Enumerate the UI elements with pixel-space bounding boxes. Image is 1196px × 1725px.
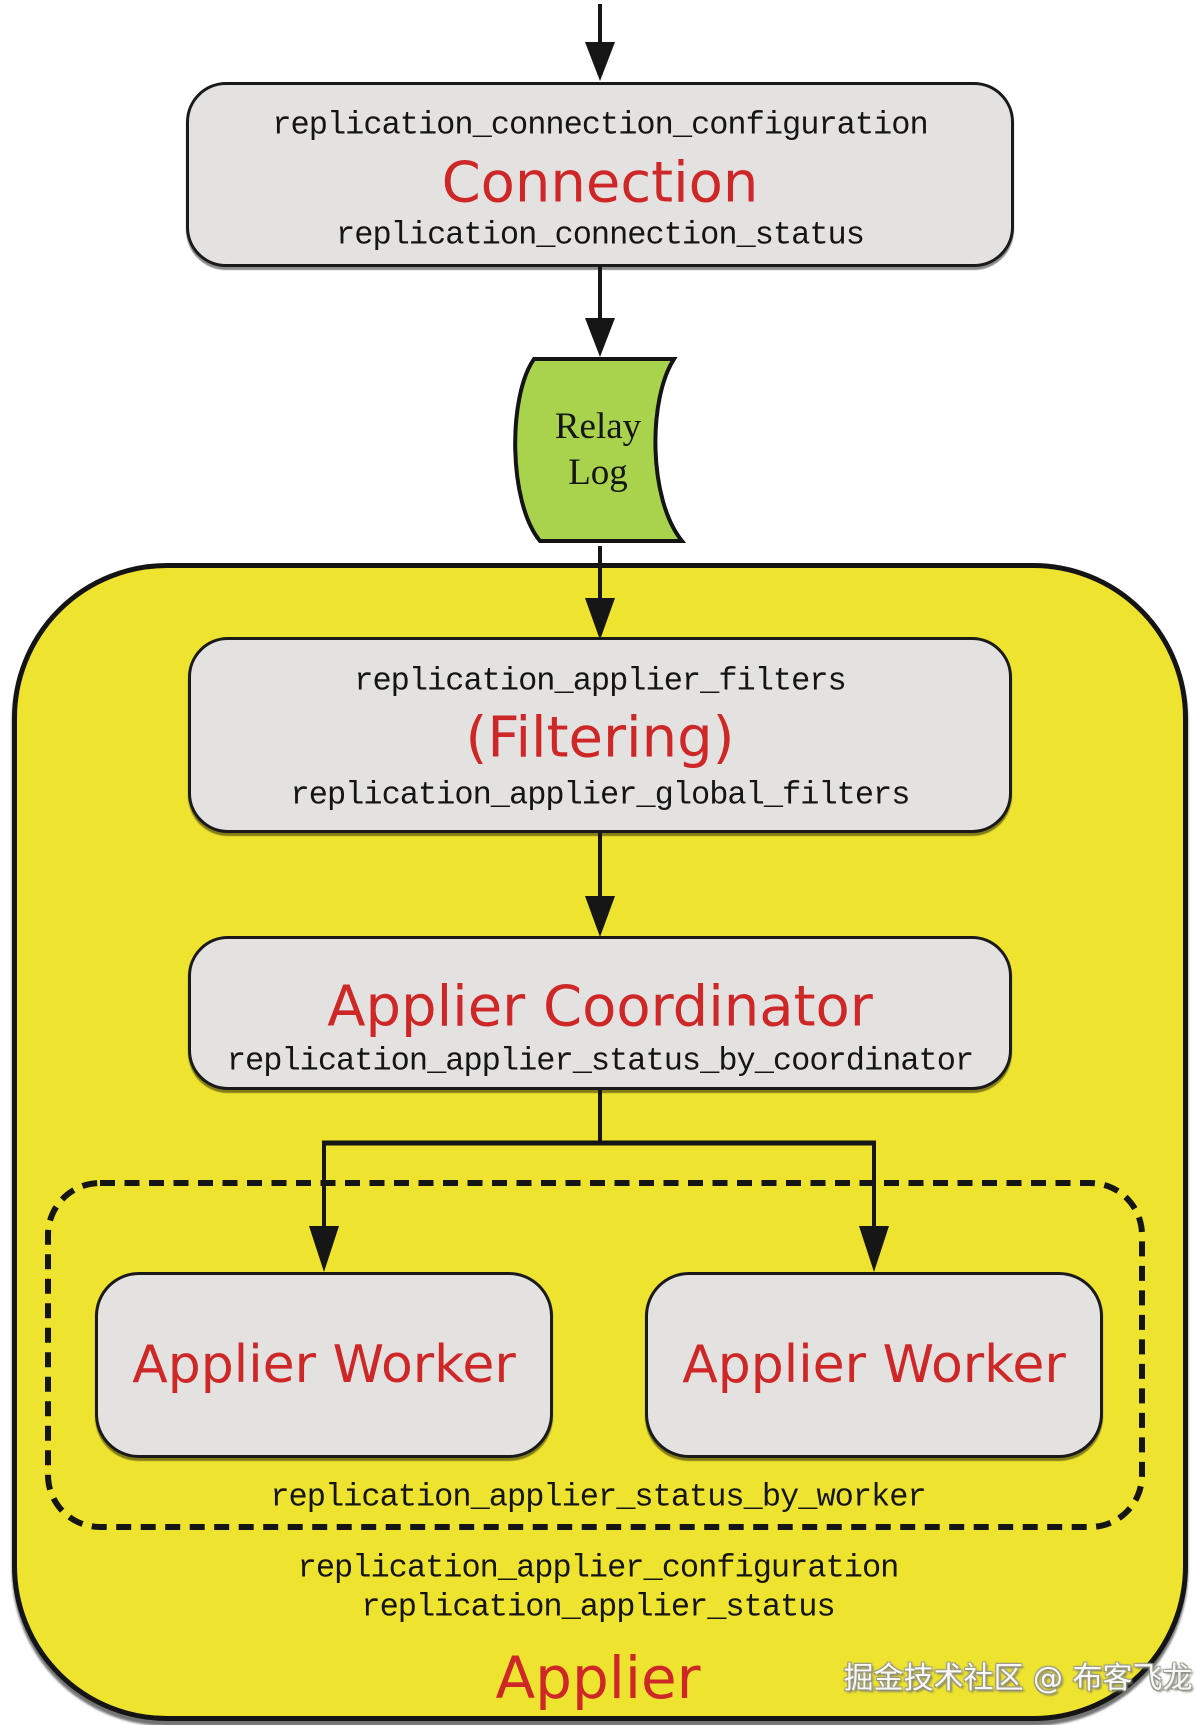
filtering-title: (Filtering) [465,705,735,771]
relay-log-outline [513,357,687,543]
applier-filters-table-label: replication_applier_filters [354,662,846,700]
applier-worker-right-label: Applier Worker [682,1335,1066,1395]
applier-coordinator-title: Applier Coordinator [327,974,873,1040]
watermark: 掘金技术社区 @ 布客飞龙 [843,1661,1193,1696]
relay-log-shape [513,357,687,543]
applier-coordinator-box: Applier Coordinator replication_applier_… [188,936,1012,1090]
applier-worker-left-label: Applier Worker [132,1335,516,1395]
arrow-down-into-connection [585,4,615,81]
relay-log-line2: Log [568,452,628,493]
filtering-box: replication_applier_filters (Filtering) … [188,637,1012,833]
applier-worker-box-right: Applier Worker [645,1272,1103,1458]
connection-status-table-label: replication_connection_status [336,216,865,254]
applier-global-filters-table-label: replication_applier_global_filters [290,776,911,814]
applier-title: Applier [495,1644,701,1712]
relay-log-label: Relay Log [498,354,698,546]
connection-title: Connection [441,150,759,216]
applier-worker-box-left: Applier Worker [95,1272,553,1458]
applier-configuration-table-label: replication_applier_configuration [297,1549,900,1587]
connection-box: replication_connection_configuration Con… [186,82,1014,267]
status-by-coordinator-table-label: replication_applier_status_by_coordinato… [226,1042,974,1080]
status-by-worker-table-label: replication_applier_status_by_worker [270,1478,926,1516]
arrow-connection-to-relay-log [585,267,615,357]
connection-configuration-table-label: replication_connection_configuration [272,106,928,144]
applier-status-table-label: replication_applier_status [361,1588,835,1626]
relay-log-line1: Relay [554,405,642,447]
